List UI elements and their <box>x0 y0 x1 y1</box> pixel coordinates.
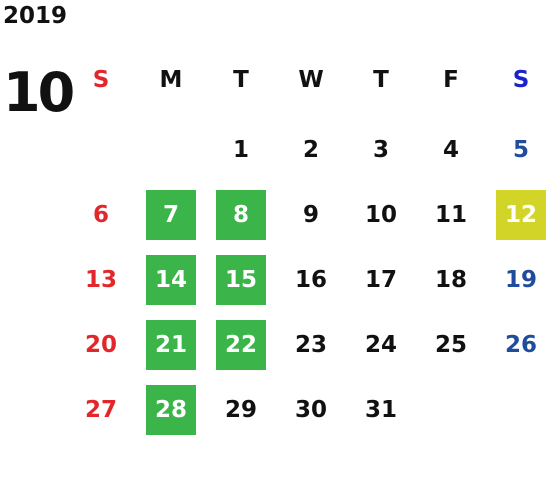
day-cell-19[interactable]: 19 <box>504 267 537 293</box>
weekday-header-wed: W <box>298 67 324 93</box>
weekday-header-fri: F <box>443 67 459 93</box>
day-cell-5[interactable]: 5 <box>512 137 529 163</box>
day-cell-23[interactable]: 23 <box>294 332 327 358</box>
day-cell-18[interactable]: 18 <box>434 267 467 293</box>
day-cell-1[interactable]: 1 <box>232 137 249 163</box>
day-cell-28[interactable]: 28 <box>146 385 196 435</box>
day-cell-21[interactable]: 21 <box>146 320 196 370</box>
empty-cell <box>496 385 546 435</box>
day-cell-2[interactable]: 2 <box>302 137 319 163</box>
weekday-header-mon: M <box>159 67 183 93</box>
day-cell-8[interactable]: 8 <box>216 190 266 240</box>
empty-cell <box>146 125 196 175</box>
day-cell-12[interactable]: 12 <box>496 190 546 240</box>
weekday-header-thu: T <box>373 67 389 93</box>
day-cell-17[interactable]: 17 <box>364 267 397 293</box>
day-cell-6[interactable]: 6 <box>92 202 109 228</box>
weekday-header-sat: S <box>512 67 530 93</box>
day-cell-16[interactable]: 16 <box>294 267 327 293</box>
day-cell-24[interactable]: 24 <box>364 332 397 358</box>
empty-cell <box>76 125 126 175</box>
weekday-header-tue: T <box>233 67 249 93</box>
day-cell-15[interactable]: 15 <box>216 255 266 305</box>
day-cell-31[interactable]: 31 <box>364 397 397 423</box>
day-cell-30[interactable]: 30 <box>294 397 327 423</box>
day-cell-11[interactable]: 11 <box>434 202 467 228</box>
weekday-header-sun: S <box>92 67 110 93</box>
day-cell-26[interactable]: 26 <box>504 332 537 358</box>
day-cell-9[interactable]: 9 <box>302 202 319 228</box>
year-label: 2019 <box>3 3 68 29</box>
day-cell-13[interactable]: 13 <box>84 267 117 293</box>
day-cell-4[interactable]: 4 <box>442 137 459 163</box>
day-cell-27[interactable]: 27 <box>84 397 117 423</box>
day-cell-7[interactable]: 7 <box>146 190 196 240</box>
day-cell-3[interactable]: 3 <box>372 137 389 163</box>
empty-cell <box>426 385 476 435</box>
day-cell-29[interactable]: 29 <box>224 397 257 423</box>
month-number: 10 <box>3 61 75 124</box>
day-cell-14[interactable]: 14 <box>146 255 196 305</box>
day-cell-22[interactable]: 22 <box>216 320 266 370</box>
day-cell-20[interactable]: 20 <box>84 332 117 358</box>
day-cell-25[interactable]: 25 <box>434 332 467 358</box>
day-cell-10[interactable]: 10 <box>364 202 397 228</box>
